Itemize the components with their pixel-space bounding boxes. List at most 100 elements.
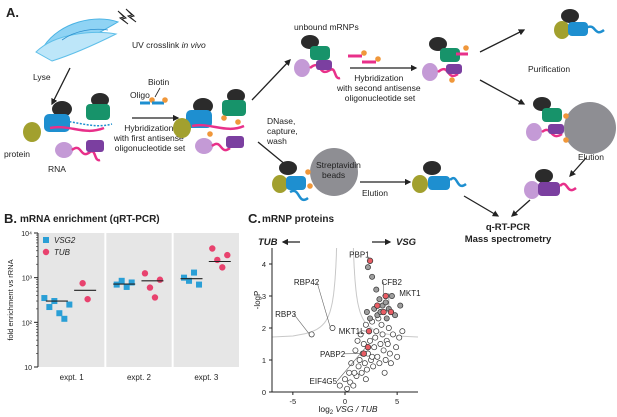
flow-through-mrnp [554,9,605,39]
b-point-tub [219,264,226,271]
c-point-significant [388,293,395,299]
c-point-open [308,331,315,338]
c-point-open [396,334,403,341]
panel-b-title: mRNA enrichment (qRT-PCR) [20,214,160,225]
c-point-open [373,328,380,335]
b-point-tub [141,270,149,277]
eluted-mrnp-1 [412,161,467,193]
c-point-open [369,353,376,360]
b-point-vsg2 [181,274,188,281]
tub-direction-label: TUB [258,237,278,248]
legend-vsg2: VSG2 [54,236,76,245]
c-point-highlight [365,328,373,335]
c-ytick-label: 4 [262,260,266,269]
b-point-vsg2 [191,269,198,276]
c-point-significant [383,315,390,322]
c-point-open [374,353,381,360]
c-point-open [390,331,396,338]
unbound-mrnp [294,35,341,80]
b-point-vsg2 [123,283,130,290]
expt1-shade [39,233,105,367]
c-ytick-label: 2 [262,324,266,333]
mrnp-complex-2 [173,89,246,154]
c-point-open [352,347,359,354]
purification-label: Purification [528,64,570,74]
rna-label: RNA [48,164,66,174]
c-point-open [351,369,358,376]
dnase-text: DNase, capture, wash [266,116,300,146]
oligo-label: Oligo [130,90,150,100]
c-point-open [358,369,365,376]
c-point-open [385,325,392,331]
c-point-open [379,331,386,338]
c-point-open [361,360,368,367]
threshold-curve-left [271,247,338,338]
biotin-label: Biotin [148,77,170,87]
mrnp-complex-1 [23,93,113,162]
c-point-open [372,334,379,341]
panel-c-title: mRNP proteins [262,214,334,225]
c-point-open [381,369,388,376]
b-point-vsg2 [46,304,53,311]
legend-tub: TUB [54,248,71,257]
c-point-highlight [374,302,381,309]
oligo-set-2-icon [348,50,381,64]
c-protein-label: RBP3 [275,310,296,319]
c-point-open [346,369,353,376]
massspec-label: Mass spectrometry [465,234,552,245]
c-point-significant [382,299,389,306]
c-point-open [342,376,348,383]
c-point-significant [392,312,399,319]
b-category-label: expt. 1 [60,373,85,382]
c-label-leader [293,313,310,335]
c-xtick-label: 0 [343,397,347,406]
elution2-label: Elution [578,152,604,162]
hybridized-mrnp-2 [422,37,469,83]
c-point-significant [363,309,370,315]
b-point-vsg2 [186,277,193,284]
c-point-significant [369,273,376,280]
expt2-shade [106,233,172,367]
elution2-arrow [569,157,587,177]
b-point-tub [209,245,216,252]
c-point-open [380,347,387,354]
strep-text: Streptavidin beads [316,160,363,180]
c-point-open [382,357,389,363]
c-point-open [386,350,393,357]
c-ytick-label: 1 [262,356,266,365]
b-point-tub [224,251,231,259]
c-point-open [387,360,394,367]
c-ylabel: -logP [253,291,262,310]
c-point-significant [373,286,380,293]
b-point-tub [156,276,164,283]
c-point-significant [376,296,383,303]
panel-a-letter: A. [6,5,19,20]
b-point-tub [151,294,159,301]
b-point-tub [214,256,221,264]
bead-captured-mrnp [272,161,313,202]
panel-b-letter: B. [4,211,17,226]
qrtpcr-label: q-RT-PCR [486,222,530,233]
b-point-vsg2 [66,301,73,308]
legend-vsg2-marker [43,237,49,243]
hyb2-text: Hybridization with second antisense olig… [336,73,423,103]
c-xtick-label: -5 [290,397,297,406]
b-category-label: expt. 2 [127,373,152,382]
eluted-mrnp-2 [524,169,577,199]
c-data-points [308,257,406,392]
c-point-open [384,341,391,347]
c-point-highlight [364,344,372,351]
panel-c-letter: C. [248,211,261,226]
elution1-label: Elution [362,188,388,198]
c-point-open [363,366,370,373]
c-protein-label: PBP1 [349,251,370,260]
c-point-open [344,385,351,392]
c-point-open [399,328,406,335]
trypanosome-cells [35,18,120,62]
c-point-open [371,344,378,351]
